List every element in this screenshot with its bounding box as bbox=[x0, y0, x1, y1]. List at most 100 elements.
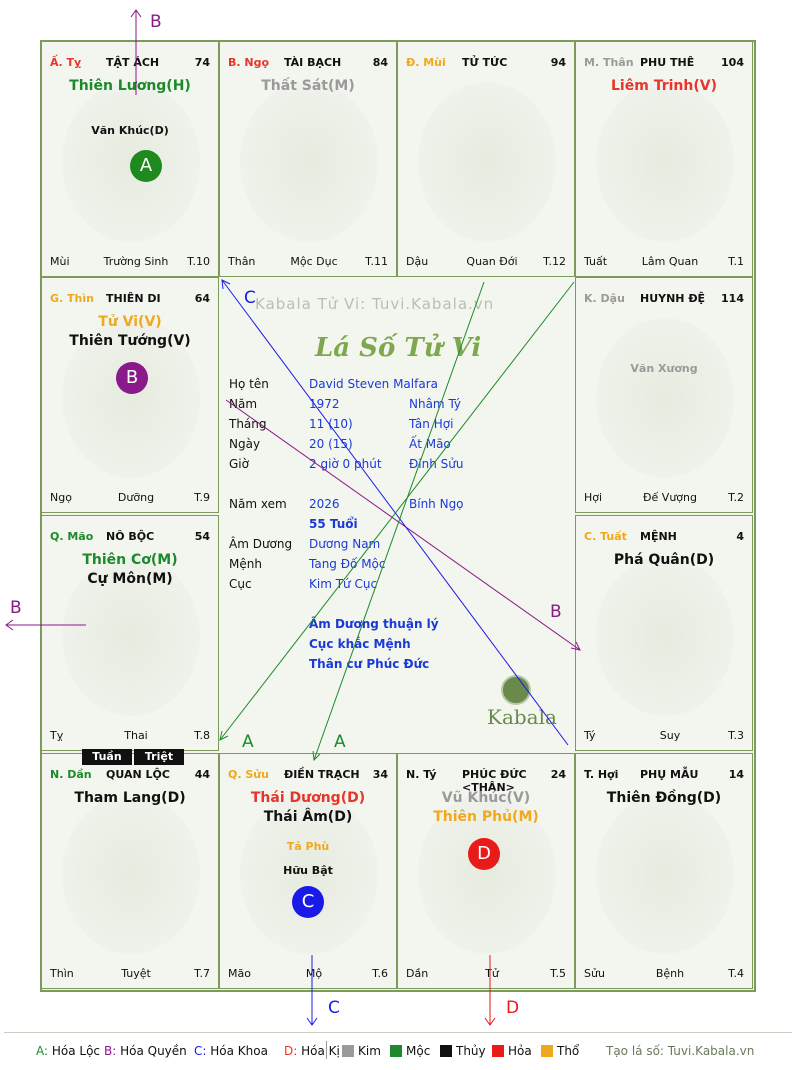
can-chi-label: C. Tuất bbox=[584, 530, 627, 543]
footer-stage: Mộc Dục bbox=[290, 255, 338, 268]
major-star: Thiên Tướng(V) bbox=[69, 333, 191, 349]
palace-name: PHU THÊ bbox=[640, 56, 695, 69]
legend-hoa-item: D: Hóa Kị bbox=[284, 1044, 340, 1058]
info-value: David Steven Malfara bbox=[309, 377, 438, 391]
info-label: Mệnh bbox=[229, 557, 262, 571]
footer-stage: Bệnh bbox=[655, 967, 685, 980]
element-swatch bbox=[390, 1045, 402, 1057]
footer-month: T.8 bbox=[194, 729, 210, 742]
footer-branch: Thân bbox=[228, 255, 256, 268]
legend-key: C: bbox=[194, 1044, 207, 1058]
footer-branch: Tỵ bbox=[50, 729, 64, 742]
footer-stage: Đế Vượng bbox=[643, 491, 697, 504]
arrow-label-d-bottom: D bbox=[506, 998, 520, 1018]
can-chi-label: B. Ngọ bbox=[228, 56, 270, 69]
element-swatch bbox=[440, 1045, 452, 1057]
legend-value: Hóa Lộc bbox=[48, 1044, 101, 1058]
watermark-text: Kabala Tử Vi: Tuvi.Kabala.vn bbox=[255, 295, 495, 313]
info-row: Giờ 2 giờ 0 phút Đinh Sửu bbox=[229, 457, 569, 475]
info-value-2: Nhâm Tý bbox=[409, 397, 462, 411]
element-label: Hỏa bbox=[508, 1044, 532, 1058]
info-value-2: Đinh Sửu bbox=[409, 457, 464, 471]
footer-month: T.4 bbox=[728, 967, 744, 980]
zodiac-animal-watermark bbox=[596, 556, 734, 716]
minor-star: Hữu Bật bbox=[283, 864, 333, 877]
info-value: 55 Tuổi bbox=[309, 517, 358, 531]
major-star: Liêm Trinh(V) bbox=[611, 78, 717, 94]
footer-stage: Suy bbox=[659, 729, 681, 742]
arrow-label-a-1: A bbox=[242, 732, 254, 752]
legend-key: B: bbox=[104, 1044, 117, 1058]
footer-stage: Dưỡng bbox=[117, 491, 155, 504]
legend-value: Hóa Khoa bbox=[206, 1044, 268, 1058]
major-star: Tử Vi(V) bbox=[98, 314, 162, 330]
can-chi-label: Đ. Mùi bbox=[406, 56, 446, 69]
footer-month: T.5 bbox=[550, 967, 566, 980]
can-chi-label: M. Thân bbox=[584, 56, 634, 69]
can-chi-label: Q. Mão bbox=[50, 530, 94, 543]
arrow-label-b-top: B bbox=[150, 12, 162, 32]
major-star: Thiên Cơ(M) bbox=[82, 552, 178, 568]
site-credit[interactable]: Tạo lá số: Tuvi.Kabala.vn bbox=[606, 1044, 755, 1058]
palace-name: NÔ BỘC bbox=[106, 530, 155, 543]
footer-stage: Quan Đới bbox=[466, 255, 518, 268]
palace-name: MỆNH bbox=[640, 530, 677, 543]
element-swatch bbox=[342, 1045, 354, 1057]
palace-number: 4 bbox=[736, 530, 744, 543]
element-label: Kim bbox=[358, 1044, 381, 1058]
palace-number: 44 bbox=[194, 768, 210, 781]
note-item: Thân cư Phúc Đức bbox=[309, 657, 430, 671]
tuan-badge: Tuần bbox=[82, 749, 132, 765]
footer-branch: Dần bbox=[406, 967, 429, 980]
zodiac-animal-watermark bbox=[596, 318, 734, 478]
info-label: Âm Dương bbox=[229, 537, 293, 551]
major-star: Phá Quân(D) bbox=[613, 552, 715, 568]
footer-month: T.3 bbox=[728, 729, 744, 742]
footer-month: T.1 bbox=[728, 255, 744, 268]
zodiac-animal-watermark bbox=[62, 318, 200, 478]
can-chi-label: T. Hợi bbox=[584, 768, 619, 781]
info-value: Dương Nam bbox=[309, 537, 381, 551]
info-value-2: Ất Mão bbox=[409, 437, 451, 451]
palace-name: ĐIỀN TRẠCH bbox=[284, 768, 360, 781]
palace-name: TÀI BẠCH bbox=[284, 56, 342, 69]
tree-icon bbox=[501, 675, 531, 705]
footer-month: T.7 bbox=[194, 967, 210, 980]
legend-value: Hóa Quyền bbox=[116, 1044, 187, 1058]
footer-month: T.2 bbox=[728, 491, 744, 504]
major-star: Thiên Phủ(M) bbox=[433, 809, 539, 825]
major-star: Thái Dương(D) bbox=[250, 790, 366, 806]
footer-branch: Thìn bbox=[50, 967, 74, 980]
minor-star: Văn Khúc(D) bbox=[91, 124, 169, 137]
legend-hoa-item: A: Hóa Lộc bbox=[36, 1044, 100, 1058]
legend-key: A: bbox=[36, 1044, 49, 1058]
can-chi-label: N. Tý bbox=[406, 768, 437, 781]
palace-name: TẬT ÁCH bbox=[106, 56, 160, 69]
info-value: Tang Đố Mộc bbox=[309, 557, 386, 571]
info-row: 55 Tuổi bbox=[229, 517, 569, 535]
major-star: Vũ Khúc(V) bbox=[441, 790, 531, 806]
hoa-marker-d: D bbox=[468, 838, 500, 870]
legend-hoa-item: C: Hóa Khoa bbox=[194, 1044, 268, 1058]
palace-name: PHÚC ĐỨC <THÂN> bbox=[462, 768, 527, 794]
info-label: Giờ bbox=[229, 457, 249, 471]
footer-branch: Mùi bbox=[50, 255, 70, 268]
hoa-marker-b: B bbox=[116, 362, 148, 394]
info-value: 2 giờ 0 phút bbox=[309, 457, 382, 471]
